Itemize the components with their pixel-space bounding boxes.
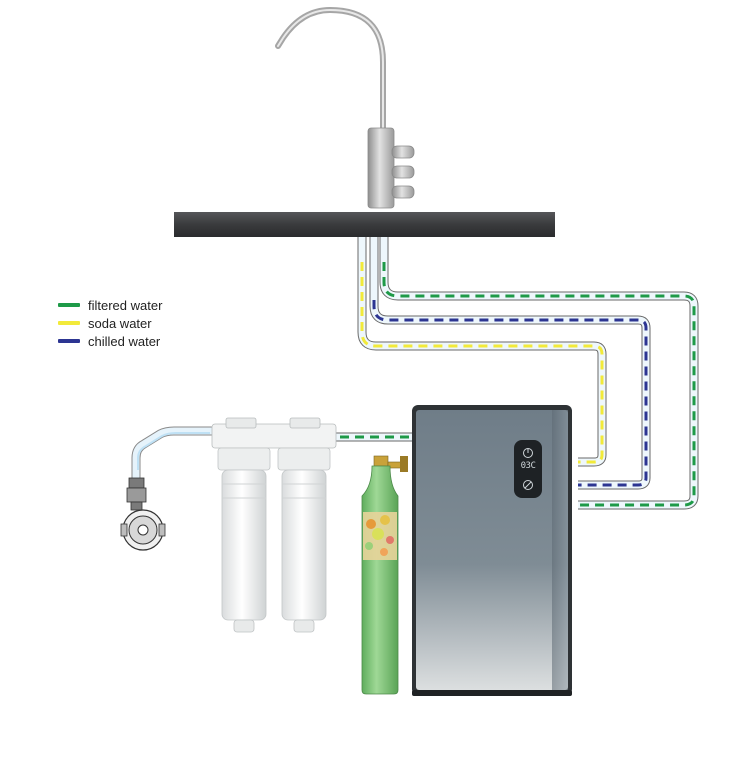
power-button-icon[interactable] [523, 448, 533, 458]
filter-cartridge-left [221, 469, 267, 621]
temperature-readout: 03C [520, 461, 536, 471]
filter-cartridge-right [281, 469, 327, 621]
faucet-handle-bottom [391, 185, 415, 199]
filtered-water-line [382, 262, 696, 507]
control-panel [514, 440, 542, 498]
chilled-water-swatch [58, 339, 80, 343]
legend-item-filtered: filtered water [58, 296, 162, 314]
legend-label: soda water [88, 315, 152, 331]
filtered-water-swatch [58, 303, 80, 307]
chilled-water-line [372, 300, 648, 487]
legend: filtered water soda water chilled water [58, 296, 162, 350]
legend-item-soda: soda water [58, 314, 162, 332]
lock-button-icon[interactable] [523, 480, 533, 490]
faucet-handle-middle [391, 165, 415, 179]
faucet-body [367, 127, 395, 209]
filter-head [211, 423, 337, 449]
soda-water-line [360, 262, 604, 464]
outlet-tubes [357, 237, 699, 510]
faucet [275, 6, 415, 209]
soda-water-swatch [58, 321, 80, 325]
soda-chiller-unit [412, 405, 572, 696]
faucet-handle-top [391, 145, 415, 159]
legend-label: filtered water [88, 297, 163, 313]
legend-label: chilled water [88, 333, 161, 349]
countertop [174, 212, 555, 237]
faucet-spout [275, 6, 386, 135]
shutoff-valve [120, 477, 166, 551]
co2-cylinder [361, 455, 408, 695]
inlet-tube [131, 426, 212, 480]
filter-system [211, 417, 337, 633]
legend-item-chilled: chilled water [58, 332, 162, 350]
